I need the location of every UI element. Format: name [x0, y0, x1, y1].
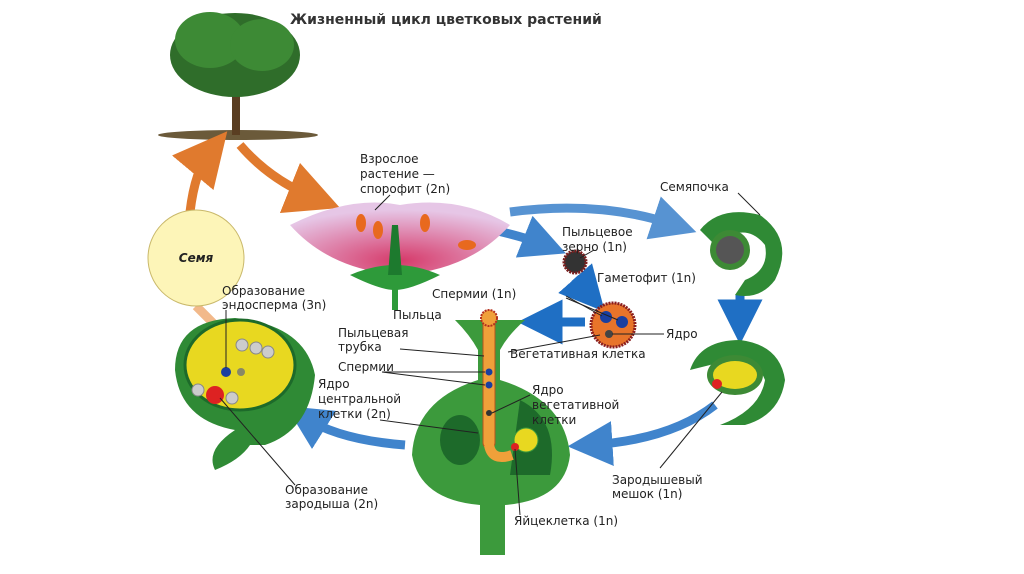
label-egg: Яйцеклетка (1n) [514, 514, 618, 528]
leader-lines [219, 192, 761, 516]
label-embryo-2: зародыша (2n) [285, 497, 378, 511]
arrow-flower-to-ovule [509, 196, 697, 240]
pistil-illustration [412, 309, 570, 555]
label-endosperm-2: эндосперма (3n) [222, 298, 326, 312]
label-veg-nucleus-1: Ядро [532, 383, 564, 397]
label-pollen-tube-2: трубка [338, 340, 382, 354]
diagram-title: Жизненный цикл цветковых растений [290, 12, 602, 28]
label-nucleus: Ядро [666, 327, 698, 341]
label-veg-nucleus-3: клетки [532, 413, 576, 427]
seed-circle [147, 209, 245, 307]
arrow-tree-to-flower [236, 142, 341, 214]
seed-label: Семя [179, 251, 214, 265]
ovule-illustration [700, 212, 783, 296]
label-embryo-1: Образование [285, 483, 368, 497]
embryo-sac-ovule [690, 340, 785, 425]
label-sperm: Спермии [338, 360, 394, 374]
developing-seed [175, 318, 315, 470]
label-sac-2: мешок (1n) [612, 487, 682, 501]
label-pollen: Пыльца [393, 308, 442, 322]
arrow-sac-to-pistil [567, 401, 718, 467]
label-sperm-1n: Спермии (1n) [432, 287, 516, 301]
label-central-2: центральной [318, 392, 401, 406]
label-pollen-grain-2: зерно (1n) [562, 240, 627, 254]
label-gametophyte: Гаметофит (1n) [597, 271, 696, 285]
pollen-grain [562, 249, 588, 275]
arrow-pollen-down [558, 263, 605, 312]
label-veg-nucleus-2: вегетативной [532, 398, 619, 412]
label-central-1: Ядро [318, 377, 350, 391]
label-ovule: Семяпочка [660, 180, 729, 194]
label-endosperm-1: Образование [222, 284, 305, 298]
label-adult-2: растение — [360, 167, 435, 181]
label-central-3: клетки (2n) [318, 407, 391, 421]
tree-illustration [158, 12, 318, 140]
flower-illustration [290, 202, 510, 310]
mature-pollen-grain [589, 301, 637, 349]
label-adult-1: Взрослое [360, 152, 419, 166]
label-pollen-grain-1: Пыльцевое [562, 225, 633, 239]
label-pollen-tube-1: Пыльцевая [338, 326, 408, 340]
label-sac-1: Зародышевый [612, 473, 703, 487]
arrow-pistil-to-seed [285, 406, 406, 450]
label-adult-3: спорофит (2n) [360, 182, 450, 196]
label-vegetative-cell: Вегетативная клетка [510, 347, 646, 361]
arrow-seed-to-tree [171, 131, 228, 213]
